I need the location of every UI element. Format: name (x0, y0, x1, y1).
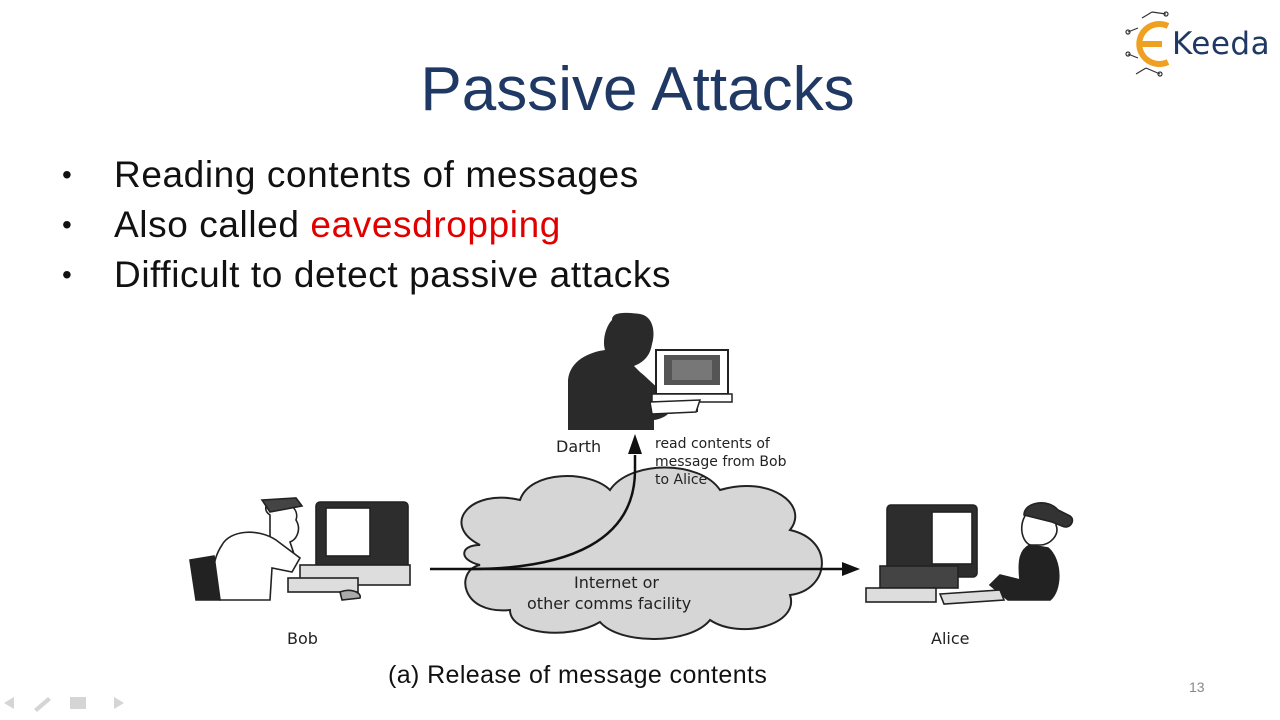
bullet-dot-icon: • (62, 259, 73, 290)
bob-label: Bob (287, 629, 318, 648)
ekeeda-logo-icon (1125, 11, 1170, 77)
menu-icon (70, 697, 86, 709)
logo-text: Keeda (1172, 26, 1271, 62)
cloud-label-line2: other comms facility (527, 594, 692, 613)
highlight-term: eavesdropping (310, 204, 561, 245)
figure-caption: (a) Release of message contents (388, 661, 768, 689)
bullet-dot-icon: • (62, 209, 73, 240)
pen-icon (34, 697, 51, 712)
next-icon (114, 697, 124, 709)
alice-figure-icon (865, 502, 1074, 605)
bullet-item: •Also called eavesdropping (62, 200, 671, 250)
slideshow-controls[interactable] (0, 693, 140, 713)
darth-annotation: read contents of message from Bob to Ali… (655, 436, 787, 488)
bullet-dot-icon: • (62, 159, 73, 190)
bob-figure-icon (189, 497, 411, 601)
cloud-label-line1: Internet or (574, 573, 659, 592)
internet-cloud-icon (460, 466, 823, 640)
previous-icon (4, 697, 14, 709)
darth-figure-icon (568, 312, 733, 430)
slide-number: 13 (1189, 679, 1205, 695)
darth-label: Darth (556, 437, 602, 456)
alice-label: Alice (931, 629, 970, 648)
slide-title: Passive Attacks (420, 55, 855, 124)
bullet-item: •Reading contents of messages (62, 150, 671, 200)
arrow-up-icon (628, 434, 642, 454)
bullet-item: •Difficult to detect passive attacks (62, 250, 671, 300)
arrow-right-icon (842, 562, 860, 576)
bullet-list: •Reading contents of messages •Also call… (62, 150, 671, 300)
